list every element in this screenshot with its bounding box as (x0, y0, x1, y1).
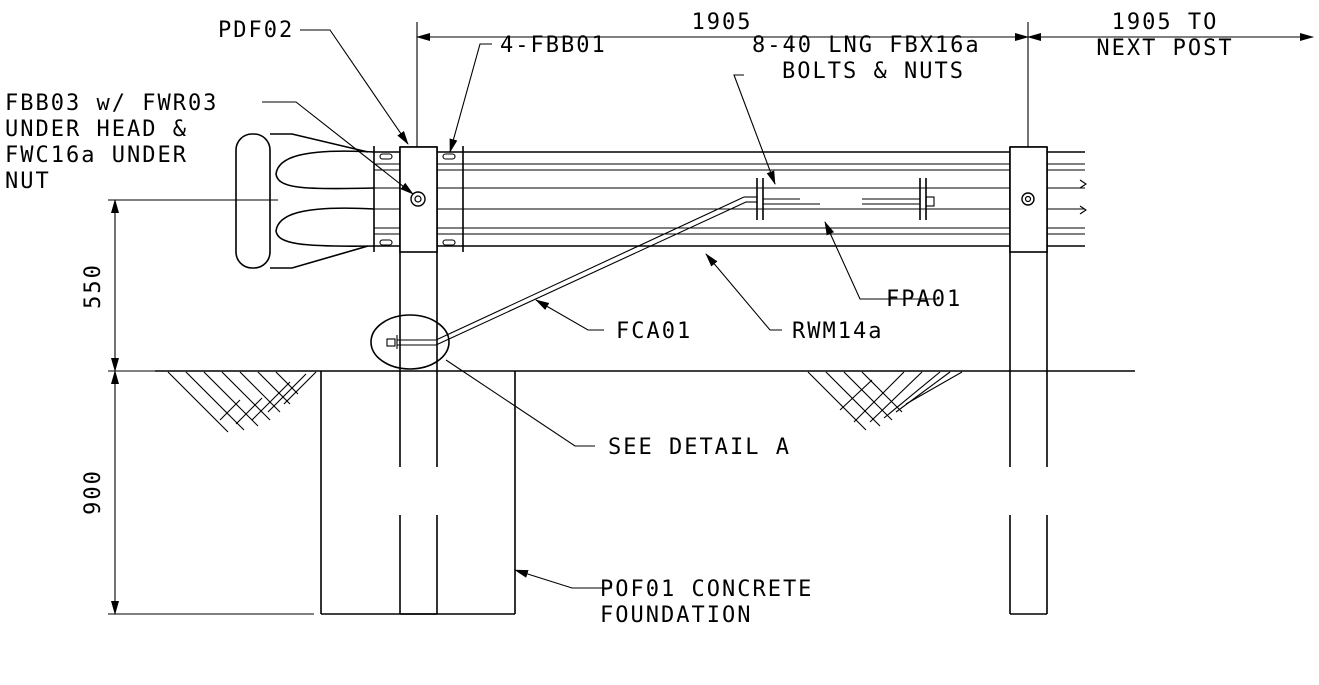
label-fbb03-line3: FWC16a UNDER (5, 143, 188, 168)
label-pof01-line2: FOUNDATION (600, 603, 752, 628)
end-terminal (235, 133, 375, 269)
rail-slots (379, 153, 456, 246)
concrete-foundation (320, 371, 516, 615)
label-4-fbb01: 4-FBB01 (500, 33, 607, 58)
label-pdf02: PDF02 (218, 18, 294, 43)
dim-next-post-line2: NEXT POST (1096, 36, 1233, 61)
label-rwm14a: RWM14a (792, 319, 883, 344)
label-see-detail-a: SEE DETAIL A (608, 435, 791, 460)
anchor-cable (386, 196, 757, 349)
soil-hatch-left (167, 371, 317, 433)
dim-embedment (108, 370, 314, 615)
label-fpa01: FPA01 (886, 287, 962, 312)
dim-post-spacing (416, 22, 1314, 147)
label-fbx16a-line1: 8-40 LNG FBX16a (752, 33, 981, 58)
post-left-over-rail (399, 146, 438, 253)
leader-lines (262, 29, 938, 589)
label-fbb03-line4: NUT (5, 169, 51, 194)
w-beam-rail (373, 146, 1087, 252)
label-pof01-line1: POF01 CONCRETE (600, 577, 813, 602)
soil-hatch-right (807, 371, 963, 431)
label-fbb03-line2: UNDER HEAD & (5, 117, 188, 142)
bearing-plate (756, 178, 935, 220)
label-fca01: FCA01 (616, 319, 692, 344)
label-fbx16a-line2: BOLTS & NUTS (782, 59, 965, 84)
dim-900-text: 900 (81, 469, 106, 515)
post-bolt-right (1021, 192, 1035, 206)
dim-rail-height (108, 199, 278, 372)
dim-550-text: 550 (81, 263, 106, 309)
dim-next-post-line1: 1905 TO (1112, 10, 1219, 35)
detail-a-ellipse (370, 314, 450, 370)
dim-1905-text: 1905 (692, 10, 753, 35)
post-right-over-rail (1009, 146, 1048, 253)
label-fbb03-line1: FBB03 w/ FWR03 (5, 91, 218, 116)
post-bolt-left (410, 191, 426, 207)
